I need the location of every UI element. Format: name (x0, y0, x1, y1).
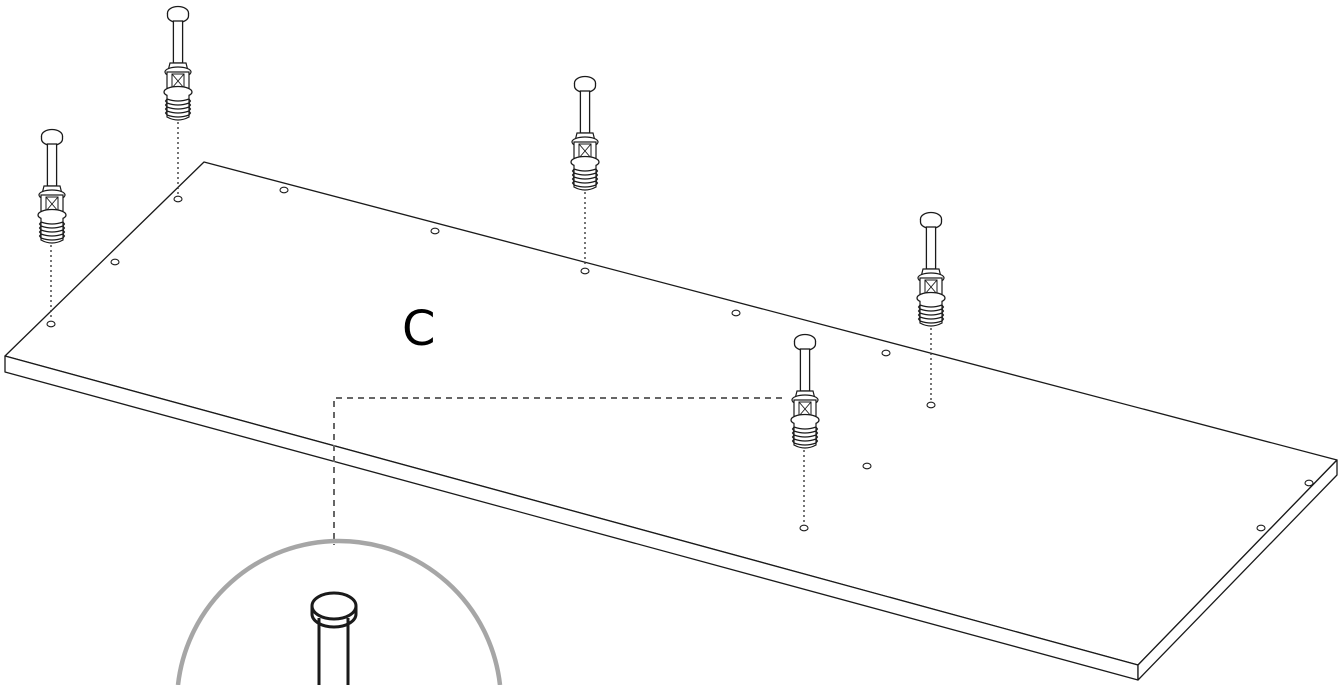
zoomed-dowel-icon (310, 591, 358, 685)
drill-hole (173, 195, 183, 203)
drill-hole (926, 401, 936, 409)
connector-dowel-icon (37, 128, 67, 244)
connector-dowel-icon (163, 5, 193, 121)
drill-hole (110, 258, 120, 266)
panel-board (4, 161, 1338, 681)
drill-hole (430, 227, 440, 235)
drill-hole (731, 309, 741, 317)
insertion-guides (50, 122, 932, 524)
zoom-circle (175, 538, 503, 685)
drill-hole (580, 267, 590, 275)
detail-zoom (175, 538, 503, 685)
drill-hole (1304, 479, 1314, 487)
part-label: C (402, 301, 436, 357)
drill-hole (862, 462, 872, 470)
drill-hole (46, 320, 56, 328)
pre-drilled-holes (46, 186, 1314, 532)
drill-hole (799, 524, 809, 532)
drill-hole (279, 186, 289, 194)
connector-dowel-icon (570, 75, 600, 191)
drill-hole (1256, 524, 1266, 532)
drill-hole (881, 349, 891, 357)
connector-dowel-icon (916, 211, 946, 327)
